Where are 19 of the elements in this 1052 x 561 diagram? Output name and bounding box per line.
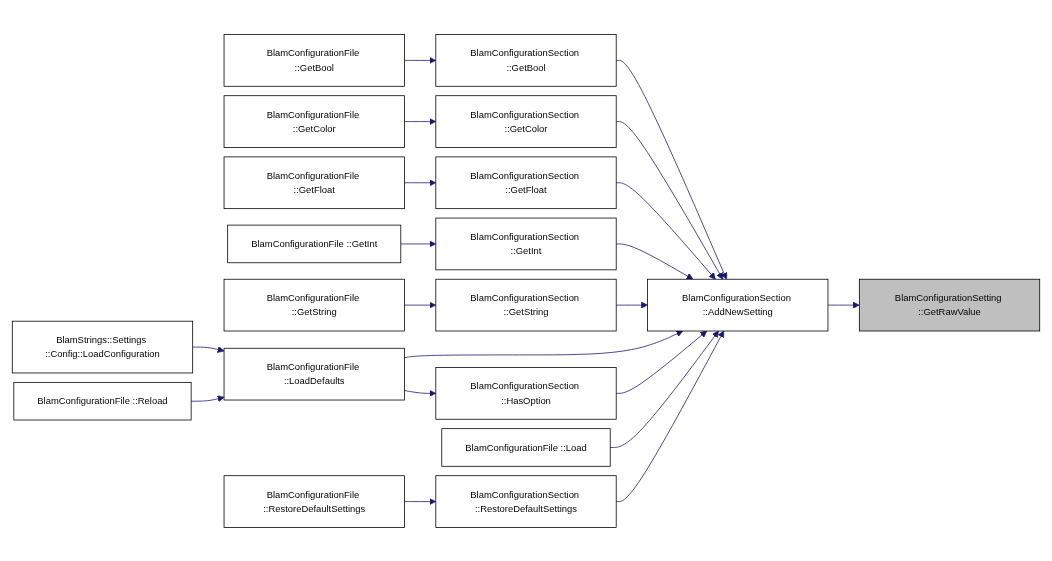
- node-box: BlamConfigurationSection ::GetFloat: [435, 156, 617, 209]
- node-box: BlamConfigurationSection ::GetString: [435, 278, 617, 331]
- node-box: BlamConfigurationFile ::LoadDefaults: [223, 347, 405, 400]
- node-box: BlamConfigurationSetting ::GetRawValue: [858, 278, 1041, 331]
- node-box: BlamConfigurationFile ::GetInt: [227, 224, 402, 263]
- node-box: BlamConfigurationFile ::Reload: [13, 381, 192, 420]
- node-box: BlamConfigurationFile ::GetString: [223, 278, 405, 331]
- node-box: BlamConfigurationFile ::Load: [441, 427, 611, 467]
- node-box: BlamConfigurationFile ::GetBool: [223, 33, 405, 87]
- node-box: BlamConfigurationSection ::AddNewSetting: [647, 278, 829, 331]
- node-box: BlamConfigurationSection ::HasOption: [435, 366, 617, 420]
- node-box: BlamConfigurationSection ::GetColor: [435, 94, 617, 148]
- node-box: BlamConfigurationSection ::GetInt: [435, 217, 617, 270]
- node-box: BlamConfigurationFile ::RestoreDefaultSettings: [223, 474, 405, 528]
- node-box: BlamConfigurationSection ::RestoreDefaultSettings: [435, 474, 617, 528]
- node-box: BlamConfigurationFile ::GetColor: [223, 94, 405, 148]
- node-box: BlamConfigurationSection ::GetBool: [435, 33, 617, 87]
- node-box: BlamStrings::Settings ::Config::LoadConfiguration: [11, 320, 194, 373]
- node-box: BlamConfigurationFile ::GetFloat: [223, 156, 405, 209]
